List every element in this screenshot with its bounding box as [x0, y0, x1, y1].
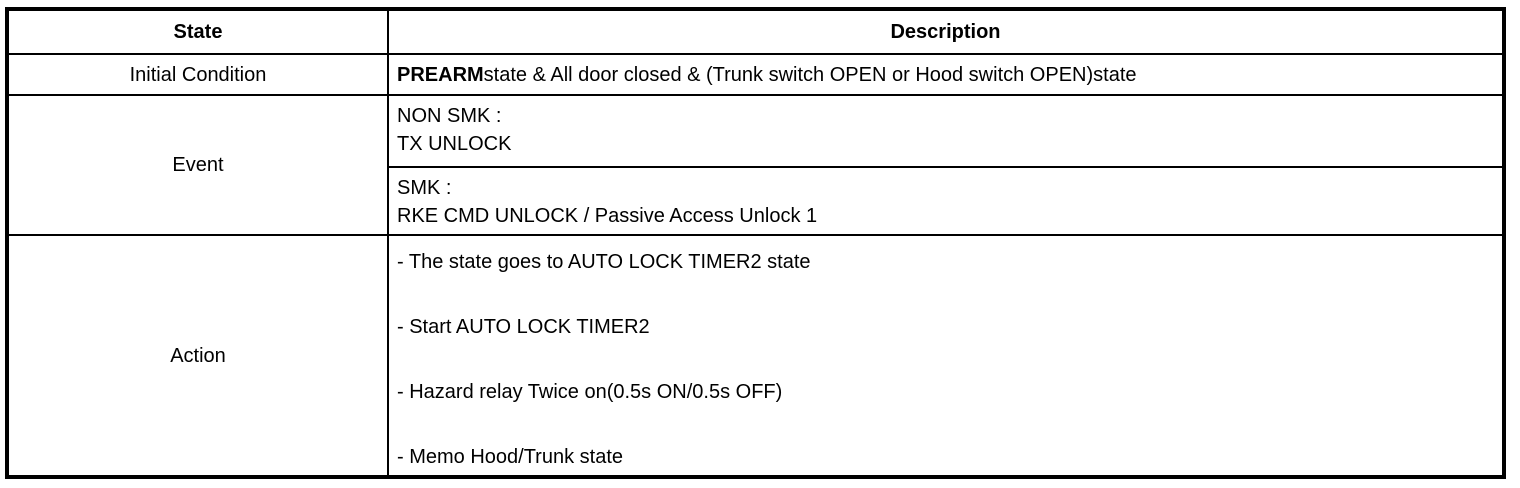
header-description: Description — [387, 11, 1502, 53]
row-label-action: Action — [9, 234, 387, 475]
row-label-event: Event — [9, 94, 387, 234]
cell-initial-condition-description: PREARMstate & All door closed & (Trunk s… — [387, 53, 1502, 94]
initial-condition-rest-segment: state & All door closed & (Trunk switch … — [483, 63, 1137, 86]
action-item: - Hazard relay Twice on(0.5s ON/0.5s OFF… — [397, 381, 783, 403]
row-label-initial-condition: Initial Condition — [9, 53, 387, 94]
initial-condition-bold-segment: PREARM — [397, 63, 484, 86]
cell-event-smk: SMK : RKE CMD UNLOCK / Passive Access Un… — [387, 166, 1502, 234]
action-item: - Memo Hood/Trunk state — [397, 446, 624, 468]
event-smk-line1: SMK : — [397, 177, 452, 199]
action-item: - The state goes to AUTO LOCK TIMER2 sta… — [397, 251, 811, 273]
initial-condition-text: PREARMstate & All door closed & (Trunk s… — [397, 63, 1494, 87]
cell-action-description: - The state goes to AUTO LOCK TIMER2 sta… — [387, 234, 1502, 475]
header-state: State — [173, 21, 223, 43]
action-item: - Start AUTO LOCK TIMER2 — [397, 316, 650, 338]
cell-event-non-smk: NON SMK : TX UNLOCK — [387, 94, 1502, 166]
event-non-smk-line2: TX UNLOCK — [397, 133, 512, 155]
event-smk-line2: RKE CMD UNLOCK / Passive Access Unlock 1 — [397, 205, 818, 227]
event-non-smk-line1: NON SMK : — [397, 105, 502, 127]
state-description-table: State Description Initial Condition PREA… — [5, 7, 1506, 479]
